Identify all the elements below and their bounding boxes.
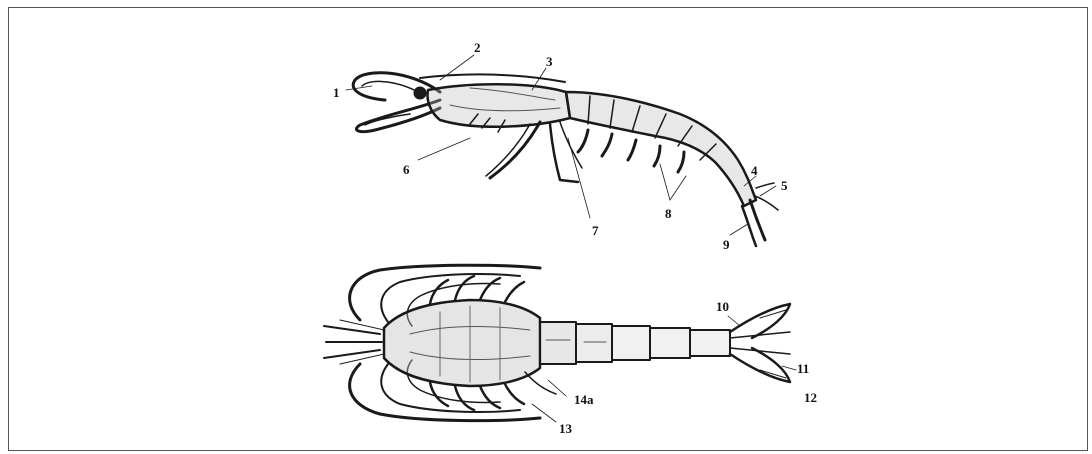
callout-label-5: 5	[781, 179, 788, 192]
callout-label-3: 3	[546, 55, 553, 68]
shrimp-lateral-view-icon	[346, 55, 778, 246]
callout-label-4: 4	[751, 164, 758, 177]
callout-label-7: 7	[592, 224, 599, 237]
callout-label-6: 6	[403, 163, 410, 176]
callout-label-9: 9	[723, 238, 730, 251]
callout-label-13: 13	[559, 422, 572, 435]
callout-label-11: 11	[797, 362, 809, 375]
callout-label-14a: 14a	[574, 393, 594, 406]
callout-label-1: 1	[333, 86, 340, 99]
callout-label-2: 2	[474, 41, 481, 54]
callout-label-10: 10	[716, 300, 729, 313]
shrimp-dorsal-view-icon	[324, 265, 796, 422]
callout-label-8: 8	[665, 207, 672, 220]
callout-label-12: 12	[804, 391, 817, 404]
